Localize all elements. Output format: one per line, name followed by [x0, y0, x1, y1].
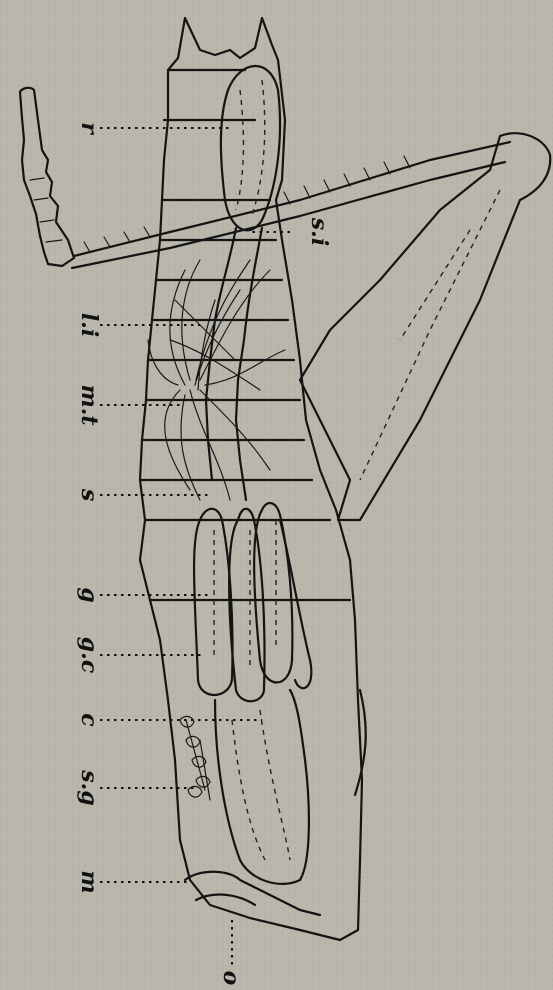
- label-g: g: [76, 587, 102, 602]
- label-o: o: [218, 971, 244, 986]
- label-li: l.i: [76, 313, 102, 337]
- label-s: s: [76, 488, 102, 501]
- label-mt: m.t: [76, 384, 102, 425]
- label-r: r: [76, 122, 102, 135]
- label-m: m: [76, 870, 102, 893]
- label-sg: s.g: [76, 769, 102, 805]
- label-si: s.i: [306, 217, 332, 246]
- label-c: c: [76, 713, 102, 727]
- label-gc: g.c: [76, 637, 102, 674]
